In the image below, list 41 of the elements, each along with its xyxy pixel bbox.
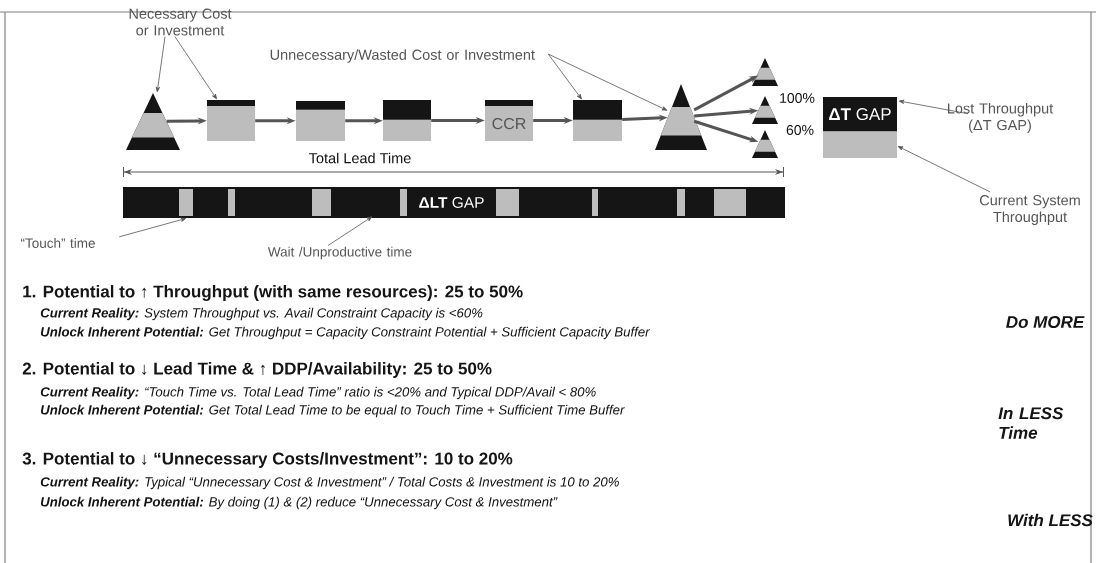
process-box — [573, 100, 622, 141]
process-box — [207, 100, 255, 141]
heading: 2. Potential to ↓ Lead Time & ↑ DDP/Availability: 25 to 50% — [22, 362, 492, 378]
callout-text: Lost Throughput (ΔT GAP) — [948, 102, 1054, 134]
gap-box: ΔT GAP — [823, 97, 897, 158]
stacked-triangle — [655, 84, 707, 150]
leader-line — [327, 216, 373, 246]
callout-text: Necessary Cost or Investment — [129, 8, 232, 36]
value-label: 100% — [780, 93, 815, 103]
note-text: Current Reality: System Throughput vs. Avail Constraint Capacity is <60% — [40, 307, 483, 321]
process-box — [296, 101, 345, 141]
note-text: Current Reality: “Touch Time vs. Total Lead Time” ratio is <20% and Typical DDP/Avail < 80% — [40, 386, 596, 400]
side-label: In LESS Time — [998, 407, 1064, 439]
leader-line — [897, 146, 991, 193]
callout-text: Wait /Unproductive time — [267, 246, 412, 260]
side-label: Do MORE — [1006, 316, 1085, 328]
stacked-triangle — [752, 130, 778, 158]
callout-text: Unnecessary/Wasted Cost or Investment — [270, 49, 535, 63]
callout-text: Current System Throughput — [980, 195, 1080, 225]
timeline-bar: ΔLT GAP — [123, 187, 785, 218]
note-text: Unlock Inherent Potential: By doing (1) & (2) reduce “Unnecessary Cost & Investment” — [40, 496, 558, 510]
process-box: CCR — [485, 100, 533, 141]
leader-line — [155, 36, 166, 93]
stacked-triangle — [752, 96, 778, 124]
leader-line — [118, 217, 187, 238]
dimension-label: Total Lead Time — [309, 152, 411, 164]
leader-line — [898, 99, 969, 115]
leader-line — [547, 53, 668, 111]
heading: 3. Potential to ↓ “Unnecessary Costs/Investment”: 10 to 20% — [22, 452, 513, 468]
side-label: With LESS — [1008, 513, 1093, 527]
process-box — [383, 100, 431, 141]
note-text: Unlock Inherent Potential: Get Throughput = Capacity Constraint Potential + Sufficient Capacity Buffer — [40, 326, 650, 340]
value-label: 60% — [786, 125, 814, 135]
heading: 1. Potential to ↑ Throughput (with same resources): 25 to 50% — [23, 285, 523, 301]
leader-line — [547, 53, 582, 100]
callout-text: “Touch” time — [21, 238, 95, 248]
note-text: Current Reality: Typical “Unnecessary Cost & Investment” / Total Costs & Investment is 10 to 20% — [40, 476, 619, 490]
stacked-triangle — [752, 58, 778, 86]
note-text: Unlock Inherent Potential: Get Total Lead Time to be equal to Touch Time + Sufficient Time Buffer — [40, 404, 625, 418]
stacked-triangle — [126, 93, 180, 150]
leader-line — [174, 36, 217, 100]
